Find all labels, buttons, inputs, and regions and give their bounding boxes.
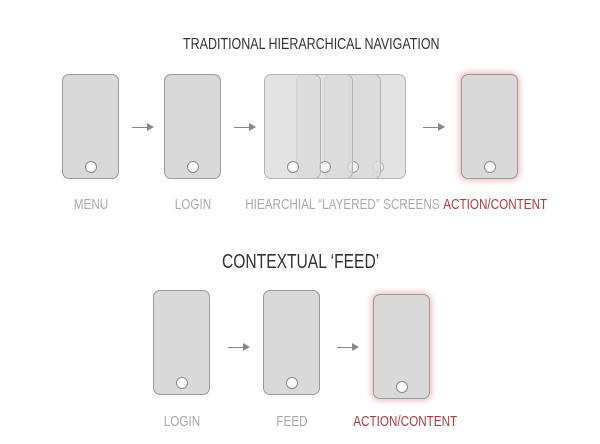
home-button-icon (186, 161, 199, 173)
phone-layer-1 (264, 74, 321, 179)
home-button-icon (175, 377, 188, 389)
label-menu: MENU (73, 196, 109, 213)
label-layered-screens: HIEARCHIAL “LAYERED” SCREENS (245, 196, 440, 213)
phone-menu (62, 74, 119, 179)
phone-login-feed (153, 290, 210, 395)
top-title: TRADITIONAL HIERARCHICAL NAVIGATION (183, 36, 440, 53)
label-feed: FEED (276, 413, 308, 430)
phone-action-content (461, 74, 518, 179)
label-action-content: ACTION/CONTENT (443, 196, 548, 213)
arrow-icon (234, 123, 256, 131)
label-action-content-bottom: ACTION/CONTENT (353, 413, 458, 430)
home-button-icon (483, 161, 496, 173)
arrow-icon (423, 123, 445, 131)
bottom-title: CONTEXTUAL ‘FEED’ (222, 251, 380, 273)
home-button-icon (285, 377, 298, 389)
phone-action-content-feed (373, 294, 430, 399)
home-button-icon (84, 161, 97, 173)
arrow-icon (228, 343, 250, 351)
label-login: LOGIN (174, 196, 212, 213)
phone-login (164, 74, 221, 179)
home-button-icon (395, 381, 408, 393)
phone-feed (263, 290, 320, 395)
arrow-icon (337, 343, 359, 351)
label-login-bottom: LOGIN (163, 413, 201, 430)
home-button-icon (286, 161, 299, 173)
arrow-icon (132, 123, 154, 131)
